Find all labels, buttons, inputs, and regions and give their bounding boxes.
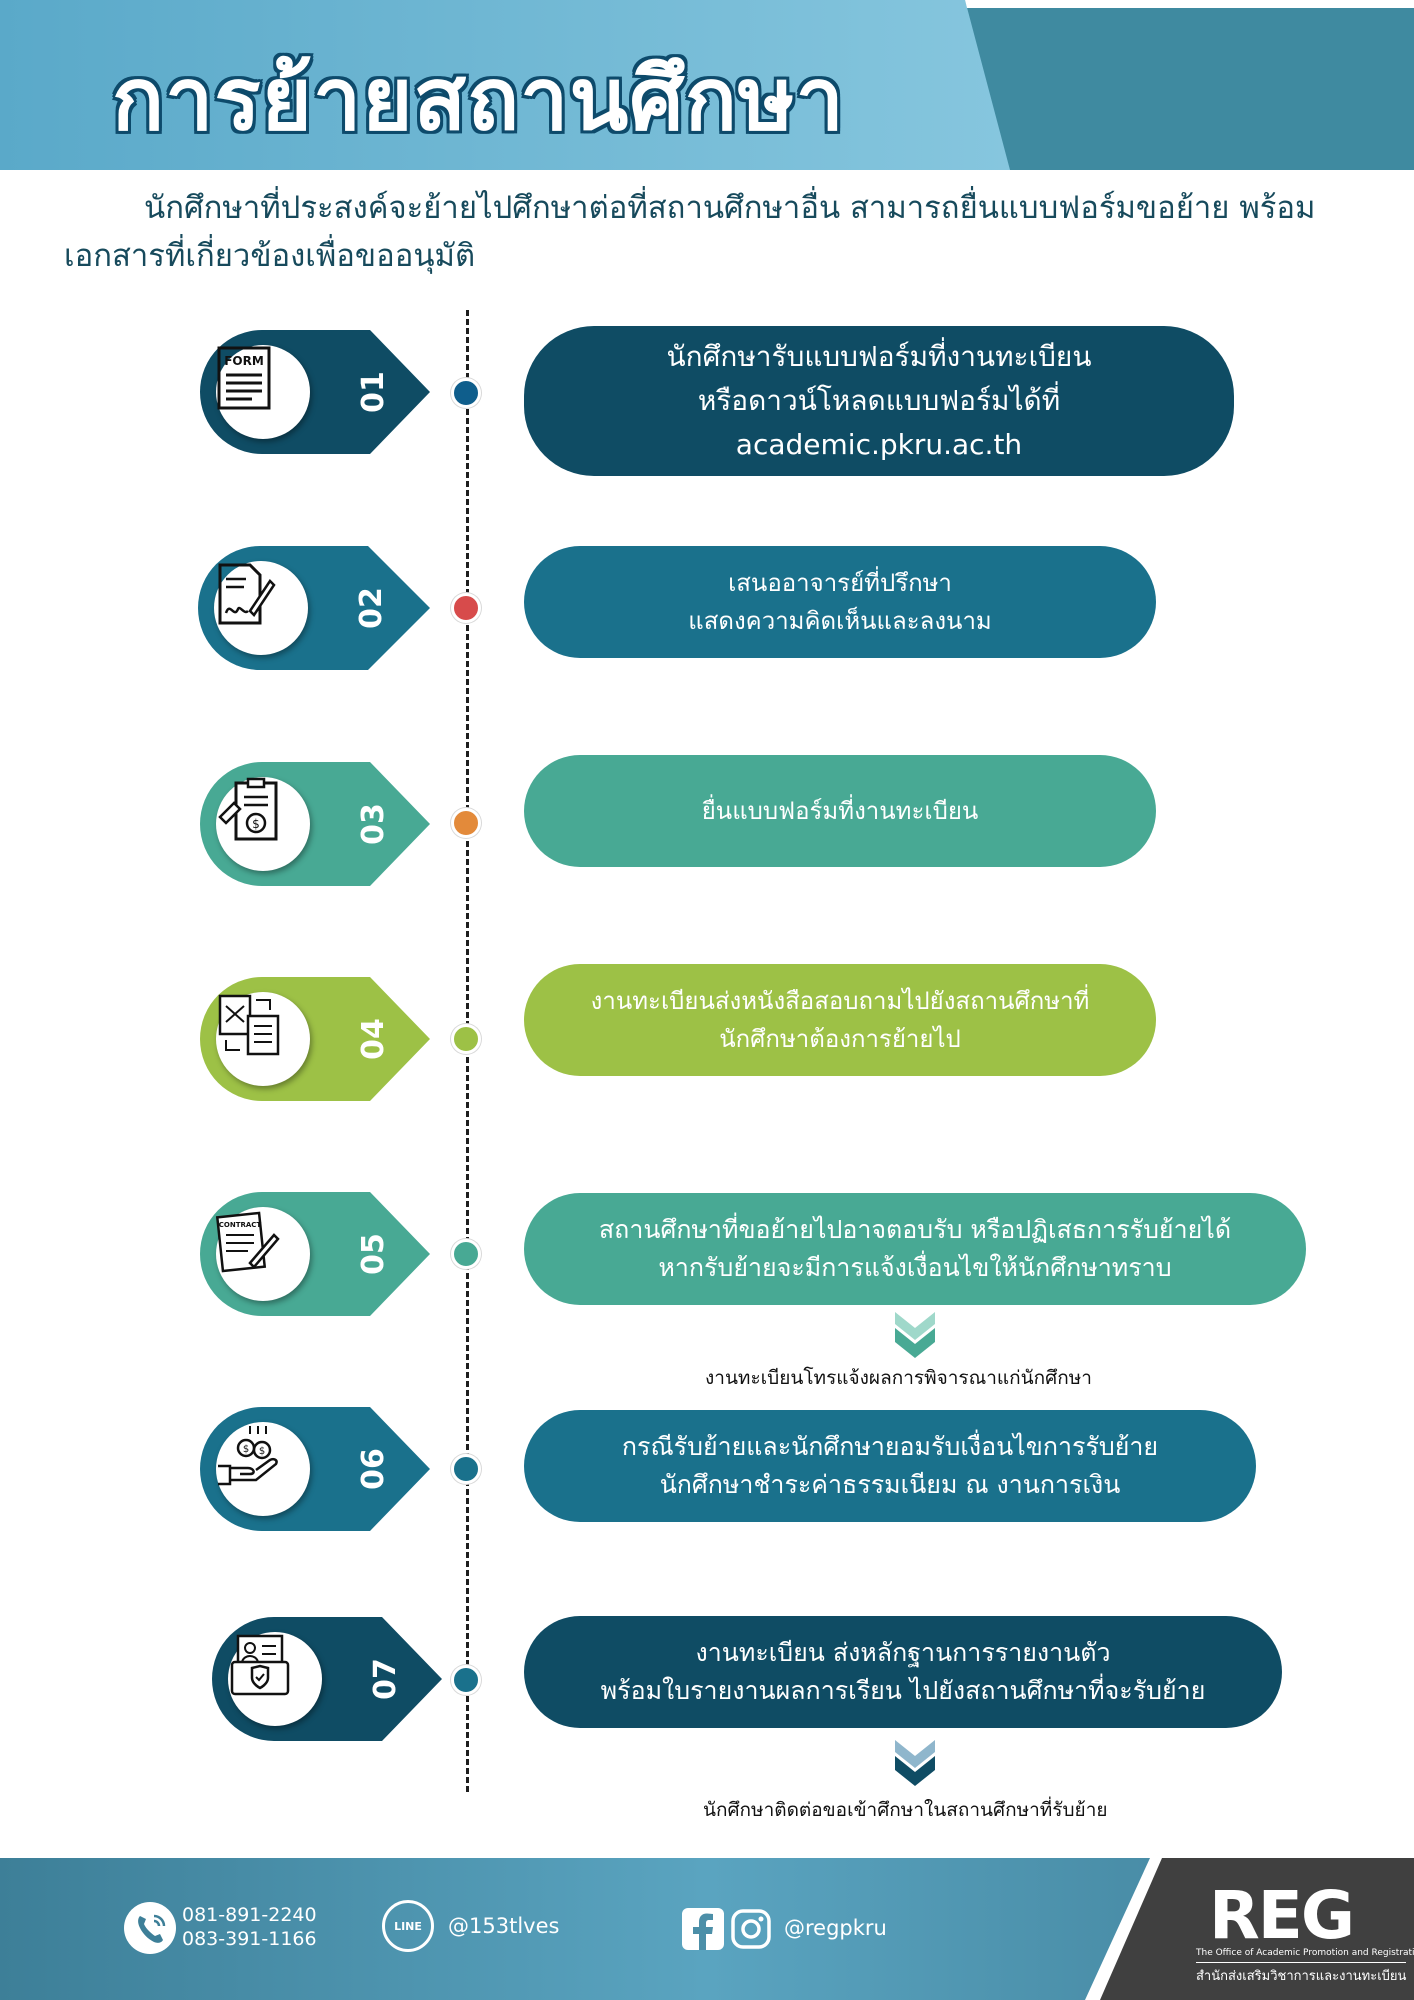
social-handle: @regpkru [784,1916,887,1940]
step-badge-6: $$ 06 [200,1407,438,1531]
phone-number-1: 081-891-2240 [182,1904,317,1926]
step-1-line-2: หรือดาวน์โหลดแบบฟอร์มได้ที่ [697,384,1061,417]
payment-hand-icon: $$ [216,1422,310,1516]
step-4-line-2: นักศึกษาต้องการย้ายไป [719,1025,961,1053]
step-2-line-1: เสนออาจารย์ที่ปรึกษา [728,569,952,597]
timeline-dot-7 [451,1665,481,1695]
svg-text:$: $ [252,817,260,831]
svg-text:$: $ [259,1446,265,1457]
step-7-line-2: พร้อมใบรายงานผลการเรียน ไปยังสถานศึกษาที… [600,1676,1206,1705]
step-description-7: งานทะเบียน ส่งหลักฐานการรายงานตัว พร้อมใ… [524,1616,1282,1728]
intro-paragraph: นักศึกษาที่ประสงค์จะย้ายไปศึกษาต่อที่สถา… [64,184,1354,280]
svg-text:$: $ [243,1444,249,1455]
step-7-line-1: งานทะเบียน ส่งหลักฐานการรายงานตัว [695,1638,1111,1667]
header-background [0,0,1414,170]
step-number-3: 03 [356,803,391,845]
report-shield-icon [228,1632,322,1726]
step-number-6: 06 [356,1448,391,1490]
page-title: การย้ายสถานศึกษา [112,50,845,150]
step-5-note: งานทะเบียนโทรแจ้งผลการพิจารณาแก่นักศึกษา [705,1367,1092,1389]
svg-text:CONTRACT: CONTRACT [219,1221,262,1229]
step-description-1: นักศึกษารับแบบฟอร์มที่งานทะเบียน หรือดาว… [524,326,1234,476]
chevron-down-icon [895,1740,935,1786]
step-badge-5: CONTRACT 05 [200,1192,438,1316]
step-3-line-1: ยื่นแบบฟอร์มที่งานทะเบียน [701,797,979,825]
reg-english-name: The Office of Academic Promotion and Reg… [1196,1948,1414,1958]
step-number-2: 02 [354,587,389,629]
timeline-dot-1 [451,378,481,408]
step-6-line-1: กรณีรับย้ายและนักศึกษายอมรับเงื่อนไขการร… [621,1432,1159,1461]
step-badge-4: 04 [200,977,438,1101]
line-icon: LINE [382,1900,434,1952]
step-description-3: ยื่นแบบฟอร์มที่งานทะเบียน [524,755,1156,867]
header-banner: การย้ายสถานศึกษา [0,0,1414,170]
phone-number-2: 083-391-1166 [182,1928,317,1950]
timeline-dot-5 [451,1239,481,1269]
timeline-dot-4 [451,1024,481,1054]
step-badge-3: $ 03 [200,762,438,886]
reg-logo: REG [1206,1877,1356,1954]
reg-logo-text: REG [1209,1878,1353,1948]
step-badge-1: FORM 01 [200,330,438,454]
svg-text:FORM: FORM [224,354,264,368]
timeline-dot-3 [451,808,481,838]
step-7-note: นักศึกษาติดต่อขอเข้าศึกษาในสถานศึกษาที่ร… [703,1799,1108,1821]
step-number-1: 01 [356,371,391,413]
intro-line-1: นักศึกษาที่ประสงค์จะย้ายไปศึกษาต่อที่สถา… [144,190,1230,226]
timeline-dot-6 [451,1454,481,1484]
step-1-line-3: academic.pkru.ac.th [735,428,1023,461]
step-description-6: กรณีรับย้ายและนักศึกษายอมรับเงื่อนไขการร… [524,1410,1256,1522]
step-4-line-1: งานทะเบียนส่งหนังสือสอบถามไปยังสถานศึกษา… [590,987,1090,1015]
step-5-line-2: หากรับย้ายจะมีการแจ้งเงื่อนไขให้นักศึกษา… [658,1253,1172,1282]
instagram-icon [730,1908,772,1950]
chevron-down-icon [895,1312,935,1358]
signature-icon [214,561,308,655]
step-badge-7: 07 [212,1617,450,1741]
line-id: @153tlves [448,1914,560,1938]
contract-icon: CONTRACT [216,1207,310,1301]
step-badge-2: 02 [198,546,436,670]
clipboard-fee-icon: $ [216,777,310,871]
step-number-7: 07 [368,1658,403,1700]
form-icon: FORM [216,345,310,439]
step-2-line-2: แสดงความคิดเห็นและลงนาม [688,607,992,635]
footer: 081-891-2240 083-391-1166 LINE @153tlves… [0,1858,1414,2000]
timeline-dot-2 [451,593,481,623]
phone-icon [124,1902,176,1954]
step-description-4: งานทะเบียนส่งหนังสือสอบถามไปยังสถานศึกษา… [524,964,1156,1076]
step-description-5: สถานศึกษาที่ขอย้ายไปอาจตอบรับ หรือปฏิเสธ… [524,1193,1306,1305]
step-5-line-1: สถานศึกษาที่ขอย้ายไปอาจตอบรับ หรือปฏิเสธ… [598,1215,1232,1244]
step-1-line-1: นักศึกษารับแบบฟอร์มที่งานทะเบียน [666,340,1092,373]
facebook-icon [682,1908,724,1950]
step-description-2: เสนออาจารย์ที่ปรึกษา แสดงความคิดเห็นและล… [524,546,1156,658]
line-icon-label: LINE [394,1919,422,1933]
step-number-5: 05 [356,1233,391,1275]
step-number-4: 04 [356,1018,391,1060]
reg-logo-mark: REG [1209,1877,1355,1954]
reg-thai-name: สำนักส่งเสริมวิชาการและงานทะเบียน [1196,1962,1407,1986]
step-6-line-2: นักศึกษาชำระค่าธรรมเนียม ณ งานการเงิน [659,1470,1121,1499]
documents-exchange-icon [216,992,310,1086]
intro-line-2: พร้อมเอกสารที่เกี่ยวข้องเพื่อขออนุมัติ [64,190,1316,274]
